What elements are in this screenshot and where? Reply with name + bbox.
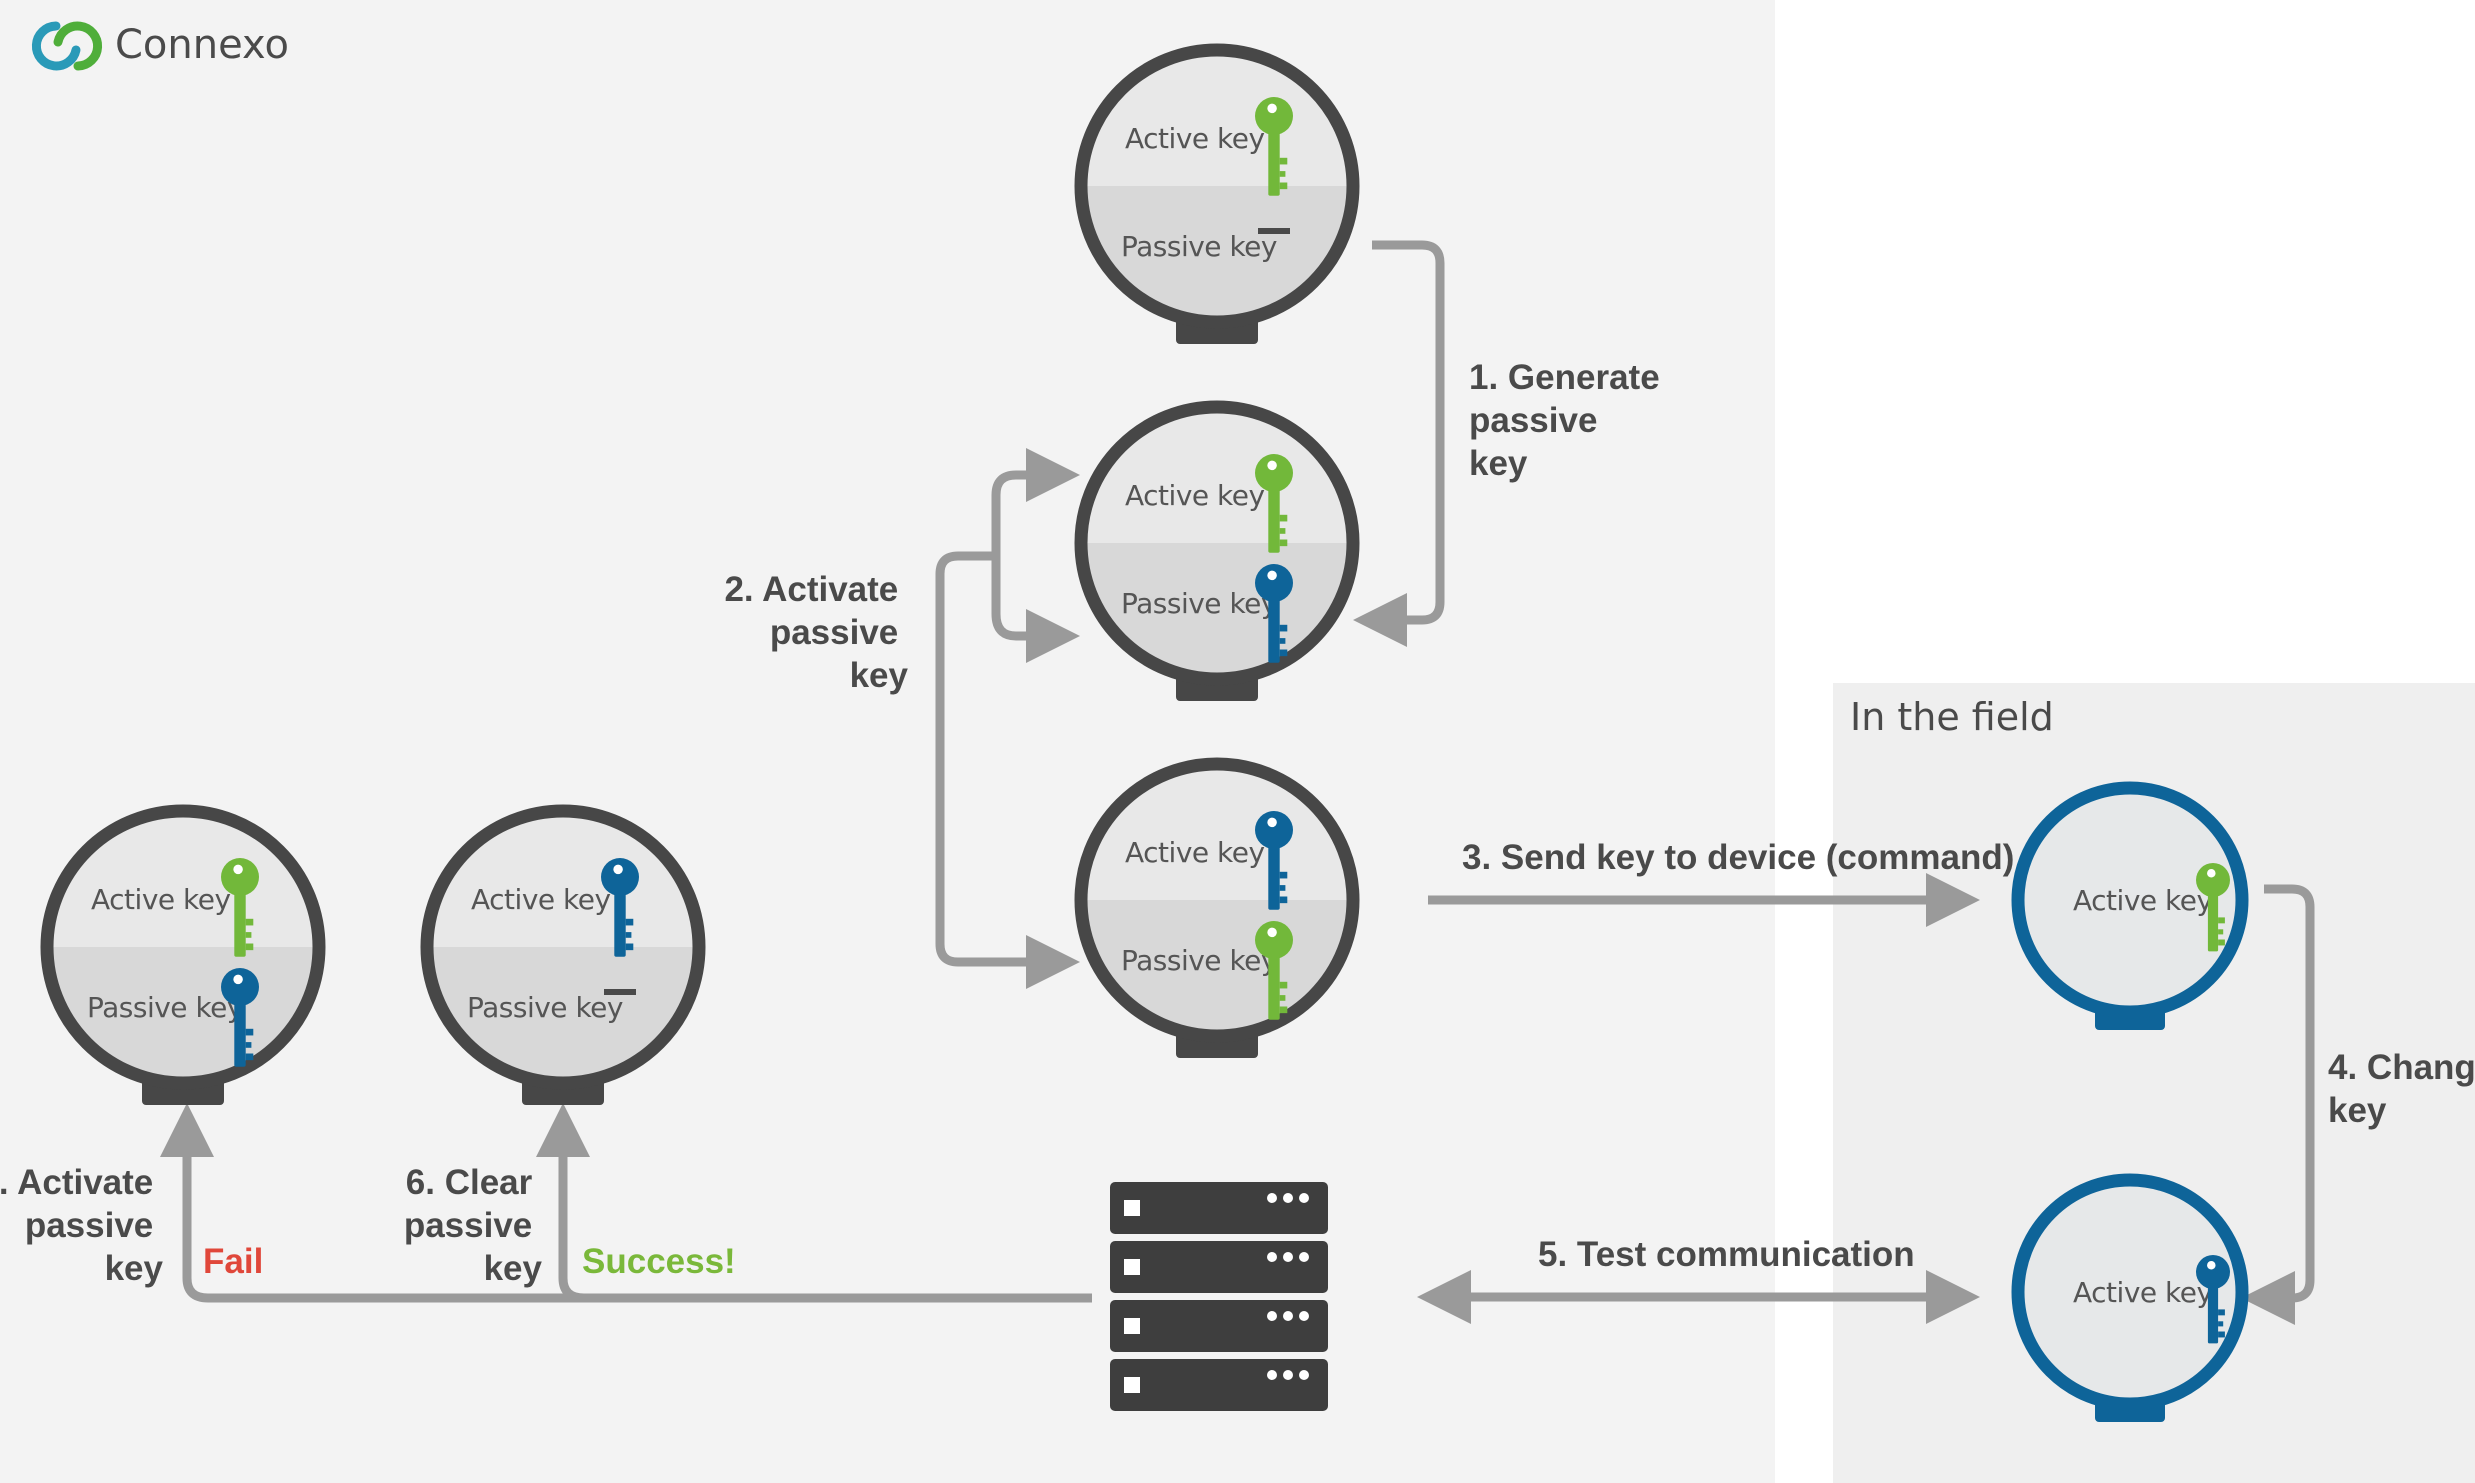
active-key-label: Active key — [2073, 1276, 2213, 1309]
server-unit-light — [1124, 1377, 1140, 1393]
meter-ring — [2011, 781, 2249, 1019]
step4-label: 4. Change key — [2328, 1048, 2475, 1130]
step5-label: 5. Test communication — [1538, 1235, 1915, 1274]
meter-ring — [420, 804, 706, 1090]
active-key-label: Active key — [1125, 122, 1265, 155]
meter-ring — [1074, 757, 1360, 1043]
step3-label: 3. Send key to device (command) — [1462, 838, 2014, 877]
step2-label: 2. Activate passive key — [724, 570, 908, 695]
arrow-step6-fail — [160, 1103, 584, 1303]
active-key-label: Active key — [1125, 479, 1265, 512]
meter-ring — [1074, 400, 1360, 686]
server-unit-dot — [1299, 1193, 1309, 1203]
fail-label: Fail — [203, 1242, 263, 1281]
meter-ring — [2011, 1173, 2249, 1411]
active-key-label: Active key — [1125, 836, 1265, 869]
server-unit-light — [1124, 1259, 1140, 1275]
server-rack-icon — [1110, 1182, 1328, 1411]
server-unit — [1110, 1359, 1328, 1411]
server-unit-dot — [1299, 1370, 1309, 1380]
arrow-step2-down — [935, 551, 1080, 989]
server-unit-dot — [1283, 1370, 1293, 1380]
server-unit-dot — [1267, 1193, 1277, 1203]
arrow-step4 — [2241, 884, 2315, 1325]
passive-key-label: Passive key — [1121, 944, 1277, 977]
server-unit-light — [1124, 1318, 1140, 1334]
server-unit — [1110, 1241, 1328, 1293]
passive-key-label: Passive key — [87, 991, 243, 1024]
empty-key-dash — [604, 989, 636, 995]
server-unit-light — [1124, 1200, 1140, 1216]
active-key-label: Active key — [471, 883, 611, 916]
field-meter-top: Active key — [2011, 781, 2249, 1030]
step1-label: 1. Generate passive key — [1469, 358, 1669, 483]
server-unit-dot — [1267, 1252, 1277, 1262]
meter-ring — [1074, 43, 1360, 329]
server-unit-dot — [1283, 1252, 1293, 1262]
empty-key-dash — [1258, 228, 1290, 234]
server-unit-dot — [1299, 1252, 1309, 1262]
server-unit-dot — [1283, 1311, 1293, 1321]
active-key-label: Active key — [91, 883, 231, 916]
arrow-step1 — [1353, 240, 1445, 647]
field-meter-bottom: Active key — [2011, 1173, 2249, 1422]
connexo-logo-icon — [31, 21, 103, 71]
active-key-label: Active key — [2073, 884, 2213, 917]
server-unit-dot — [1267, 1370, 1277, 1380]
server-unit-dot — [1283, 1193, 1293, 1203]
passive-key-label: Passive key — [467, 991, 623, 1024]
main-background — [0, 0, 1775, 1483]
meter-ring — [40, 804, 326, 1090]
server-unit — [1110, 1300, 1328, 1352]
step6-success-label: 6. Clear passive key — [404, 1163, 543, 1288]
step6-fail-label: 6. Activate passive key — [0, 1163, 164, 1288]
brand-name: Connexo — [115, 22, 289, 68]
server-unit — [1110, 1182, 1328, 1234]
passive-key-label: Passive key — [1121, 587, 1277, 620]
field-panel-title: In the field — [1850, 695, 2054, 739]
server-unit-dot — [1299, 1311, 1309, 1321]
success-label: Success! — [582, 1242, 736, 1281]
server-unit-dot — [1267, 1311, 1277, 1321]
passive-key-label: Passive key — [1121, 230, 1277, 263]
